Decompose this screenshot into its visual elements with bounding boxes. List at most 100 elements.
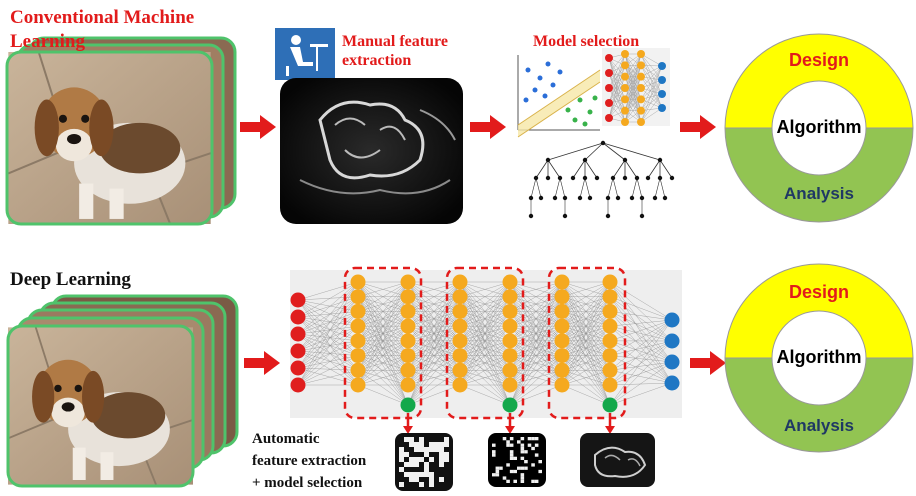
tree-node <box>557 175 563 181</box>
tree-node <box>610 175 616 181</box>
nn-node <box>658 104 666 112</box>
tree-node <box>594 175 600 181</box>
deep-nn-node <box>350 362 366 378</box>
tree-node <box>645 175 651 181</box>
deep-nn-node <box>290 292 306 308</box>
layer-group-box <box>547 266 627 420</box>
nn-node <box>637 118 645 126</box>
tree-node <box>552 195 558 201</box>
ring-top-analysis: Analysis <box>784 184 854 203</box>
deep-nn-node <box>502 303 518 319</box>
deep-nn-node <box>452 377 468 393</box>
nn-node <box>621 118 629 126</box>
tree-node <box>657 157 663 163</box>
tree-node <box>533 175 539 181</box>
arrow-top-3 <box>680 115 716 139</box>
nn-node <box>605 69 613 77</box>
svm-scatter-plot <box>517 55 601 138</box>
deep-nn-node <box>502 289 518 305</box>
tree-node <box>652 195 658 201</box>
decision-tree <box>528 140 675 219</box>
top-photo-stack <box>5 36 237 226</box>
deep-nn-node <box>452 318 468 334</box>
tree-node <box>577 195 583 201</box>
ring-bottom-design: Design <box>788 282 849 302</box>
deep-nn-node <box>602 348 618 364</box>
deep-nn-node <box>350 348 366 364</box>
deep-nn-node <box>452 289 468 305</box>
layer-group-box <box>445 266 525 420</box>
deep-nn-node <box>502 348 518 364</box>
tree-node <box>562 213 568 219</box>
small-neural-net <box>602 48 670 126</box>
deep-nn-node <box>602 274 618 290</box>
deep-nn-node <box>554 289 570 305</box>
deep-nn-node <box>350 289 366 305</box>
nn-node <box>605 99 613 107</box>
tree-node <box>538 195 544 201</box>
auto-label-line1: Automatic <box>252 431 320 447</box>
nn-node <box>605 84 613 92</box>
deep-nn-node <box>400 348 416 364</box>
nn-node <box>637 72 645 81</box>
deep-nn-output-node <box>400 397 416 413</box>
tree-node <box>662 195 668 201</box>
feature-map-1 <box>395 433 453 491</box>
deep-nn-node <box>452 303 468 319</box>
bottom-photo-stack <box>6 294 239 488</box>
tree-node <box>528 213 534 219</box>
nn-node <box>658 76 666 84</box>
nn-node <box>637 61 645 70</box>
nn-node <box>637 95 645 104</box>
nn-node <box>637 84 645 92</box>
tree-node <box>669 175 675 181</box>
deep-nn-node <box>554 274 570 290</box>
deep-nn-node <box>452 362 468 378</box>
auto-label-line2: feature extraction <box>252 453 367 469</box>
deep-nn-node <box>400 274 416 290</box>
deep-nn-node <box>290 309 306 325</box>
deep-nn-node <box>502 362 518 378</box>
tree-node <box>622 157 628 163</box>
tree-node <box>600 140 606 146</box>
deep-learning-title: Deep Learning <box>10 269 131 290</box>
deep-nn-node <box>554 318 570 334</box>
layer-group-box <box>343 266 423 420</box>
tree-node <box>562 195 568 201</box>
arrow-top-2 <box>470 115 506 139</box>
deep-nn-node <box>350 377 366 393</box>
person-desk-icon <box>275 28 335 80</box>
deep-nn-node <box>554 333 570 349</box>
nn-node <box>621 95 629 104</box>
deep-nn-node <box>350 333 366 349</box>
tree-node <box>587 195 593 201</box>
ring-bottom-algorithm: Algorithm <box>776 347 862 367</box>
manual-feature-label: Manual feature extraction <box>342 33 448 69</box>
auto-label-line3: + model selection <box>252 475 363 491</box>
deep-nn-node <box>290 343 306 359</box>
down-arrow <box>505 426 515 434</box>
ring-bottom-analysis: Analysis <box>784 416 854 435</box>
deep-nn-node <box>502 318 518 334</box>
deep-nn-node <box>350 274 366 290</box>
arrow-bottom-1 <box>244 351 280 375</box>
nn-node <box>658 62 666 70</box>
tree-node <box>622 175 628 181</box>
deep-nn-node <box>400 289 416 305</box>
nn-node <box>621 106 629 115</box>
tree-node <box>528 195 534 201</box>
feature-map-2 <box>488 433 546 487</box>
nn-node <box>637 106 645 115</box>
tree-node <box>605 213 611 219</box>
deep-nn-node <box>350 303 366 319</box>
nn-node <box>658 90 666 98</box>
nn-node <box>621 72 629 81</box>
ring-bottom <box>724 263 914 453</box>
deep-neural-net <box>290 266 680 434</box>
tree-node <box>615 195 621 201</box>
deep-nn-node <box>400 362 416 378</box>
deep-nn-node <box>602 333 618 349</box>
deep-nn-node <box>400 318 416 334</box>
deep-nn-node <box>290 326 306 342</box>
